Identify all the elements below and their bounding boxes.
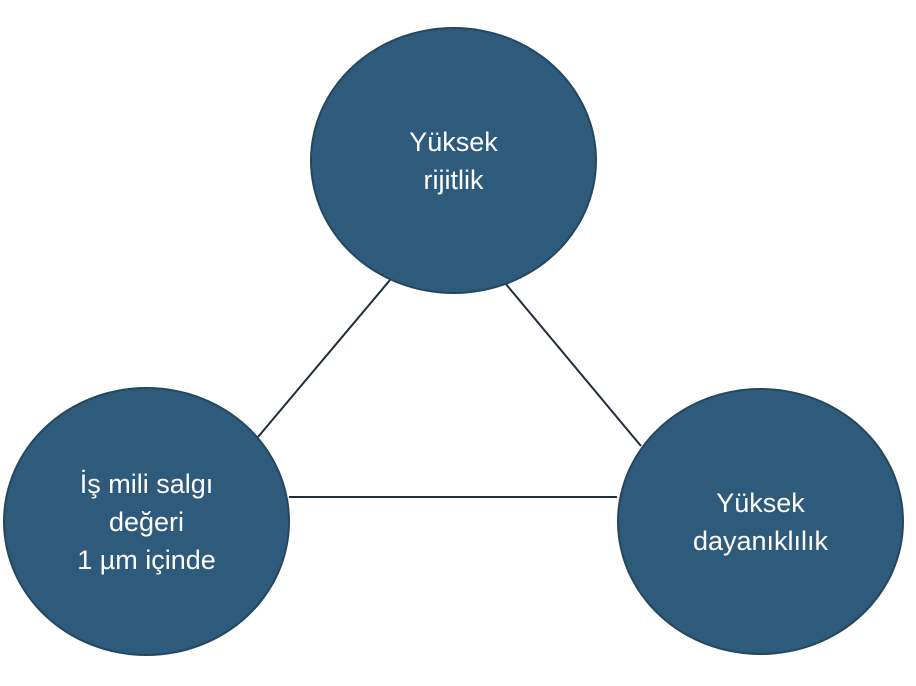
node-high-rigidity: Yüksek rijitlik [310, 27, 597, 294]
node-text-line: İş mili salgı [79, 468, 214, 499]
node-text-line: rijitlik [423, 164, 484, 195]
node-text-line: Yüksek [409, 126, 498, 157]
node-text-line: değeri [108, 506, 185, 537]
edge-top-left [257, 279, 391, 438]
node-text-line: 1 µm içinde [77, 544, 216, 575]
node-high-durability: Yüksek dayanıklılık [617, 388, 904, 655]
node-text-line: Yüksek [716, 487, 805, 518]
node-spindle-runout: İş mili salgı değeri 1 µm içinde [3, 387, 290, 656]
edge-top-right [504, 282, 642, 447]
node-text-line: dayanıklılık [692, 525, 829, 556]
